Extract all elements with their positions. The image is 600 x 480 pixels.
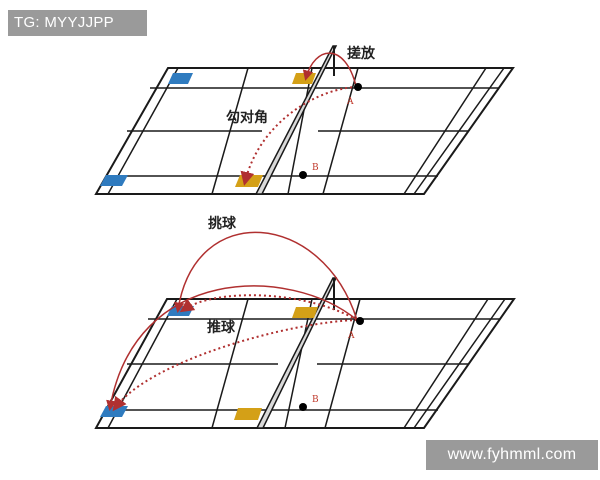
- bottom-point-b-label: B: [312, 395, 319, 405]
- top-court-line: [211, 67, 249, 195]
- top-point-b-label: B: [312, 163, 319, 173]
- bottom-court-line: [324, 298, 361, 429]
- bottom-gold-zone-near: [234, 408, 262, 420]
- top-cross-dotted: [240, 86, 358, 186]
- bottom-push-label: 推球: [207, 319, 236, 336]
- bottom-gold-zone-far: [292, 307, 318, 318]
- bottom-court-line: [211, 298, 249, 429]
- top-blue-zone-near: [100, 175, 128, 186]
- top-gold-zone-near: [235, 175, 263, 187]
- top-cross-label: 勾对角: [226, 109, 268, 126]
- top-court-outline: [94, 67, 515, 195]
- top-point-a-dot: [354, 83, 362, 91]
- watermark-top: TG: MYYJJPP: [8, 10, 147, 36]
- bottom-lob-label: 挑球: [208, 215, 237, 232]
- top-point-a-label: A: [346, 97, 354, 107]
- bottom-blue-zone-near: [100, 406, 128, 417]
- bottom-court-line: [284, 298, 313, 429]
- bottom-blue-zone-far: [167, 306, 194, 316]
- top-court-line: [287, 67, 313, 195]
- bottom-court-outline: [94, 298, 516, 429]
- top-court: [94, 67, 515, 195]
- bottom-lob-long-arc: [106, 285, 358, 411]
- top-court-line: [322, 67, 359, 195]
- top-net-drop-label: 搓放: [347, 45, 376, 62]
- top-net-drop-arc: [302, 52, 357, 87]
- top-court-line: [107, 67, 179, 195]
- bottom-push-dotted-near: [112, 319, 358, 412]
- top-court-line: [413, 67, 505, 195]
- top-blue-zone-far: [168, 73, 193, 84]
- bottom-point-b-dot: [299, 403, 307, 411]
- bottom-court-line: [413, 298, 506, 429]
- bottom-court-line: [403, 298, 489, 429]
- top-net: [254, 45, 338, 195]
- top-gold-zone-far: [292, 73, 316, 84]
- bottom-point-a-label: A: [347, 331, 355, 341]
- bottom-lob-high-arc: [173, 231, 358, 321]
- bottom-court: [94, 298, 516, 429]
- bottom-point-a-dot: [356, 317, 364, 325]
- watermark-bottom: www.fyhmml.com: [426, 440, 598, 470]
- top-court-line: [403, 67, 487, 195]
- top-point-b-dot: [299, 171, 307, 179]
